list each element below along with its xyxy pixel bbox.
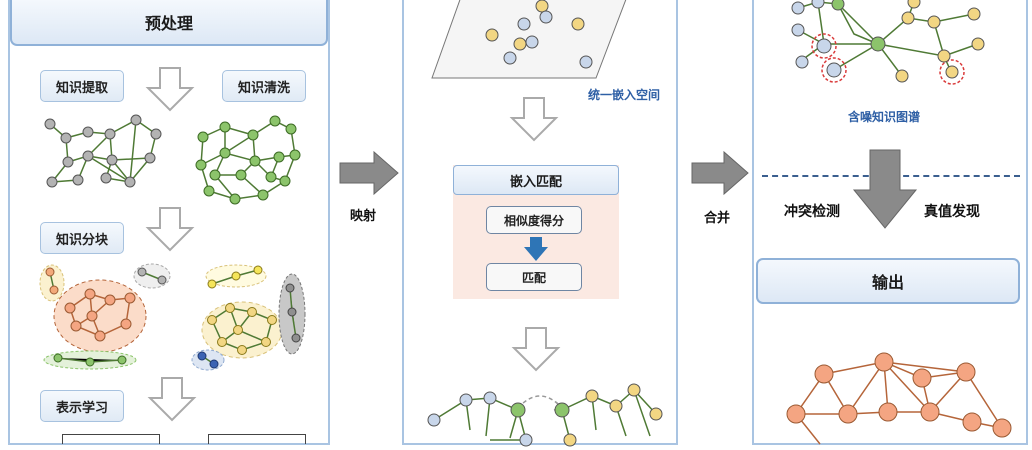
mapping-label: 映射: [350, 209, 377, 224]
conflict-detection-label: 冲突检测: [784, 204, 840, 220]
embedding-box-right: [208, 434, 306, 444]
match-down-arrow-icon: [524, 237, 548, 261]
merge-arrow-icon: [691, 150, 749, 196]
knowledge-chunking-label: 知识分块: [40, 222, 124, 254]
knowledge-extraction-label: 知识提取: [40, 70, 124, 102]
arrow-match-to-merged-icon: [511, 327, 561, 372]
similarity-score-box: 相似度得分: [486, 206, 582, 234]
aligned-knowledge-graphs: [427, 383, 663, 447]
output-header: 输出: [756, 258, 1020, 304]
embedding-space: [431, 0, 627, 79]
embedding-box-left: [62, 434, 160, 444]
representation-learning-label: 表示学习: [40, 390, 124, 422]
truth-discovery-arrow-icon: [852, 149, 918, 229]
chunked-knowledge-graphs: [39, 263, 306, 371]
arrow-to-chunk-icon: [145, 207, 195, 252]
merge-label: 合并: [704, 211, 731, 226]
output-knowledge-graph: [786, 352, 1012, 445]
preprocess-header: 预处理: [10, 0, 328, 46]
embedding-match-header: 嵌入匹配: [453, 165, 619, 195]
unified-embedding-space-label: 统一嵌入空间: [588, 88, 661, 102]
noisy-knowledge-graph: [791, 0, 985, 85]
cleaned-knowledge-graph: [195, 115, 301, 205]
arrow-extract-to-clean-icon: [145, 67, 195, 112]
knowledge-cleaning-label: 知识清洗: [222, 70, 306, 102]
truth-discovery-label: 真值发现: [924, 204, 980, 220]
arrow-to-represent-icon: [147, 377, 197, 422]
mapping-arrow-icon: [339, 150, 399, 196]
match-box: 匹配: [486, 263, 582, 291]
raw-knowledge-graph: [44, 114, 162, 188]
noisy-kg-label: 含噪知识图谱: [848, 110, 921, 124]
arrow-space-to-match-icon: [509, 97, 559, 142]
